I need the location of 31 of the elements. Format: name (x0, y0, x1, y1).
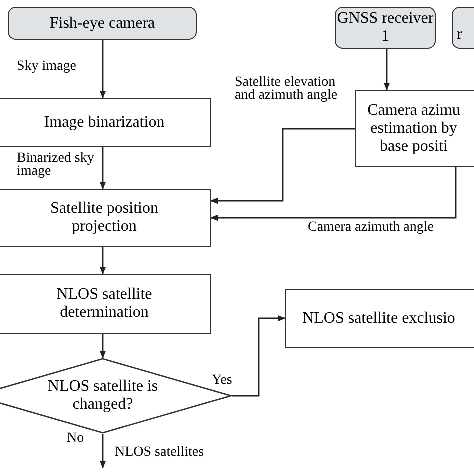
box-label: GNSS receiver 1 (336, 10, 435, 46)
branch-label: No (67, 432, 84, 446)
arrow (384, 49, 390, 91)
arrow (210, 128, 355, 204)
box-label: NLOS satellite determination (56, 286, 154, 322)
box-label: Fish-eye camera (50, 14, 156, 32)
arrow (100, 334, 106, 359)
edge-label: NLOS satellites (115, 446, 204, 459)
process-box (0, 98, 211, 147)
box-label: Image binarization (44, 114, 165, 132)
arrow (232, 315, 286, 397)
box-label: NLOS satellite is changed? (46, 378, 160, 414)
process-box (285, 289, 474, 348)
arrow (100, 40, 106, 99)
box-label: NLOS satellite exclusio (302, 310, 456, 328)
input-box (8, 7, 197, 40)
edge-label: Yes (212, 374, 232, 387)
arrow (100, 247, 106, 275)
process-box (0, 274, 211, 334)
arrow (100, 147, 106, 190)
process-box (355, 90, 474, 167)
box-label: Satellite position projection (50, 200, 160, 236)
decision-diamond (0, 358, 232, 434)
edge-label: Camera azimuth angle (308, 221, 434, 234)
edge-label: Sky image (17, 60, 76, 73)
box-label: r (457, 26, 462, 44)
process-box (0, 189, 211, 247)
edge-label: Binarized sky image (17, 152, 97, 178)
arrow (210, 167, 457, 222)
box-label: Camera azimu estimation by base positi (366, 102, 462, 156)
arrow (100, 434, 106, 469)
